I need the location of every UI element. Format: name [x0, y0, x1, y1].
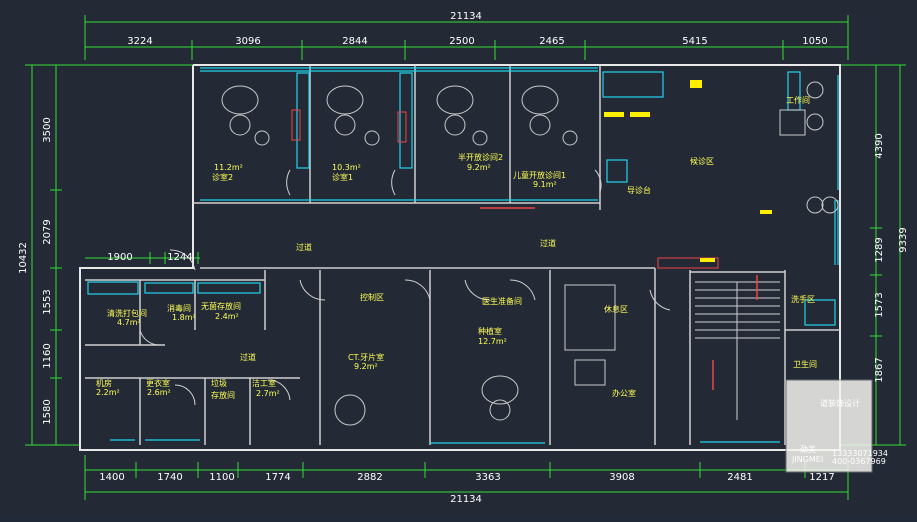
dim-top-total: 21134	[450, 11, 482, 22]
dim-right-seg-4: 1867	[874, 357, 885, 382]
dim-left-seg-2: 2079	[42, 219, 53, 244]
room-garbage-2: 存放间	[211, 390, 235, 400]
dim-bottom-seg-5: 2882	[357, 472, 382, 483]
dim-top-seg-2: 3096	[235, 36, 260, 47]
watermark-phone-2: 400-0367969	[832, 457, 886, 466]
dim-top-seg-1: 3224	[127, 36, 152, 47]
room-washing: 清洗打包间	[107, 308, 147, 318]
room-disinfect: 消毒间	[167, 303, 191, 313]
windows-cabinets	[87, 67, 839, 444]
room-machine: 机房	[96, 378, 112, 388]
room-toilet: 卫生间	[793, 359, 817, 369]
room-semi-open2-area: 9.2m²	[467, 163, 491, 172]
dim-left-seg-4: 1160	[42, 343, 53, 368]
dim-bottom-seg-9: 1217	[809, 472, 834, 483]
dim-left-sub: 1900	[107, 252, 132, 263]
watermark: 劲美 JINGMEI 道装饰设计 13333071934 400-0367969	[785, 379, 888, 473]
room-clinic1-area: 10.3m²	[332, 163, 361, 172]
dim-bottom-seg-7: 3908	[609, 472, 634, 483]
room-storage-area: 2.4m²	[215, 312, 239, 321]
dim-right-seg-3: 1573	[874, 292, 885, 317]
watermark-phone-1: 13333071934	[832, 449, 888, 458]
outer-walls	[79, 64, 841, 451]
room-staff: 工作间	[786, 95, 810, 105]
dim-top-seg-5: 2465	[539, 36, 564, 47]
room-control: 控制区	[360, 292, 384, 302]
room-doctor-prep: 医生准备间	[482, 296, 522, 306]
room-wash-hand: 洗手区	[791, 294, 815, 304]
stairs	[695, 281, 780, 420]
room-storage: 无菌存放间	[201, 301, 241, 311]
room-disinfect-area: 1.8m²	[172, 313, 196, 322]
room-child-open1-area: 9.1m²	[533, 180, 557, 189]
watermark-brand-en: JINGMEI	[791, 455, 823, 464]
dim-bottom-seg-3: 1100	[209, 472, 234, 483]
dim-left-total: 10432	[18, 242, 29, 274]
dim-left-sub2: 1244	[167, 252, 192, 263]
room-change: 更衣室	[146, 378, 170, 388]
room-garbage: 垃圾	[211, 378, 227, 388]
dim-bottom-seg-1: 1400	[99, 472, 124, 483]
watermark-brand: 劲美	[800, 444, 816, 454]
room-corridor-1: 过道	[296, 242, 312, 252]
dim-left-seg-3: 1553	[42, 289, 53, 314]
dim-bottom-seg-2: 1740	[157, 472, 182, 483]
room-office: 办公室	[612, 388, 636, 398]
dental-chairs	[221, 81, 839, 426]
room-ct-area: 9.2m²	[354, 362, 378, 371]
room-child-open1: 儿童开放诊间1	[513, 170, 566, 180]
room-change-area: 2.6m²	[147, 388, 171, 397]
room-tools-area: 2.7m²	[256, 389, 280, 398]
dim-bottom-seg-4: 1774	[265, 472, 290, 483]
room-machine-area: 2.2m²	[96, 388, 120, 397]
dim-right-total: 9339	[898, 227, 909, 252]
room-semi-open2: 半开放诊间2	[458, 152, 503, 162]
room-waiting: 候诊区	[690, 156, 714, 166]
dim-top-seg-4: 2500	[449, 36, 474, 47]
room-clinic2-area: 11.2m²	[214, 163, 243, 172]
dim-top-seg-7: 1050	[802, 36, 827, 47]
red-markers	[291, 80, 772, 390]
room-rest: 休息区	[604, 304, 628, 314]
dim-bottom-seg-8: 2481	[727, 472, 752, 483]
room-corridor-3: 过道	[240, 352, 256, 362]
dim-left-seg-5: 1580	[42, 399, 53, 424]
room-seed-area: 12.7m²	[478, 337, 507, 346]
room-clinic2: 诊室2	[212, 172, 233, 182]
dim-top-seg-3: 2844	[342, 36, 367, 47]
dim-bottom-total: 21134	[450, 494, 482, 505]
dim-top-seg-6: 5415	[682, 36, 707, 47]
room-clinic1: 诊室1	[332, 172, 353, 182]
dim-left-seg-1: 3500	[42, 117, 53, 142]
room-washing-area: 4.7m²	[117, 318, 141, 327]
watermark-seal: 道装饰设计	[820, 398, 860, 408]
room-corridor-2: 过道	[540, 238, 556, 248]
room-ct: CT.牙片室	[348, 352, 384, 362]
room-guide: 导诊台	[627, 185, 651, 195]
room-tools: 洁工室	[252, 378, 276, 388]
dimension-lines	[25, 15, 906, 500]
doors	[139, 169, 671, 406]
dim-right-seg-2: 1289	[874, 237, 885, 262]
room-seed: 种植室	[478, 326, 502, 336]
dim-bottom-seg-6: 3363	[475, 472, 500, 483]
dim-right-seg-1: 4390	[874, 133, 885, 158]
